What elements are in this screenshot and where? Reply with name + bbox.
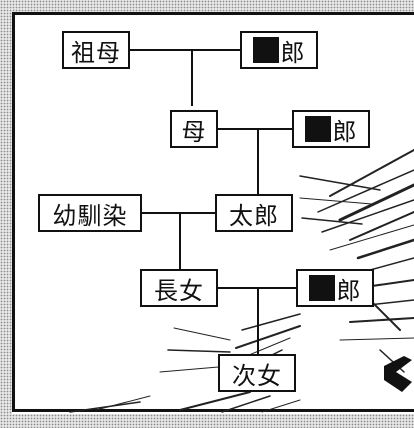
screentone-border-top bbox=[0, 0, 414, 12]
censor-bar bbox=[308, 275, 335, 301]
screentone-border-bottom bbox=[0, 414, 414, 428]
node-label: 祖母 bbox=[71, 38, 121, 67]
panel-border bbox=[12, 12, 414, 412]
node-label: 郎 bbox=[336, 276, 362, 305]
node-label: 郎 bbox=[332, 117, 358, 146]
node-second-daughter: 次女 bbox=[218, 354, 296, 392]
node-grandfather: 郎 bbox=[240, 31, 318, 69]
censor-bar bbox=[252, 37, 279, 63]
node-childhood-friend: 幼馴染 bbox=[38, 194, 142, 232]
node-son-in-law: 郎 bbox=[296, 269, 374, 307]
censor-bar bbox=[304, 116, 331, 142]
node-taro: 太郎 bbox=[215, 194, 293, 232]
node-eldest-daughter: 長女 bbox=[140, 269, 218, 307]
node-grandmother: 祖母 bbox=[62, 31, 130, 69]
node-father: 郎 bbox=[292, 110, 370, 148]
node-label: 母 bbox=[181, 117, 207, 146]
node-label: 太郎 bbox=[229, 201, 279, 230]
node-label: 次女 bbox=[232, 361, 282, 390]
burst-fragment bbox=[384, 356, 412, 392]
screentone-border-left bbox=[0, 0, 12, 428]
node-label: 幼馴染 bbox=[52, 201, 128, 230]
node-label: 郎 bbox=[280, 38, 306, 67]
node-mother: 母 bbox=[170, 110, 218, 148]
node-label: 長女 bbox=[154, 276, 204, 305]
